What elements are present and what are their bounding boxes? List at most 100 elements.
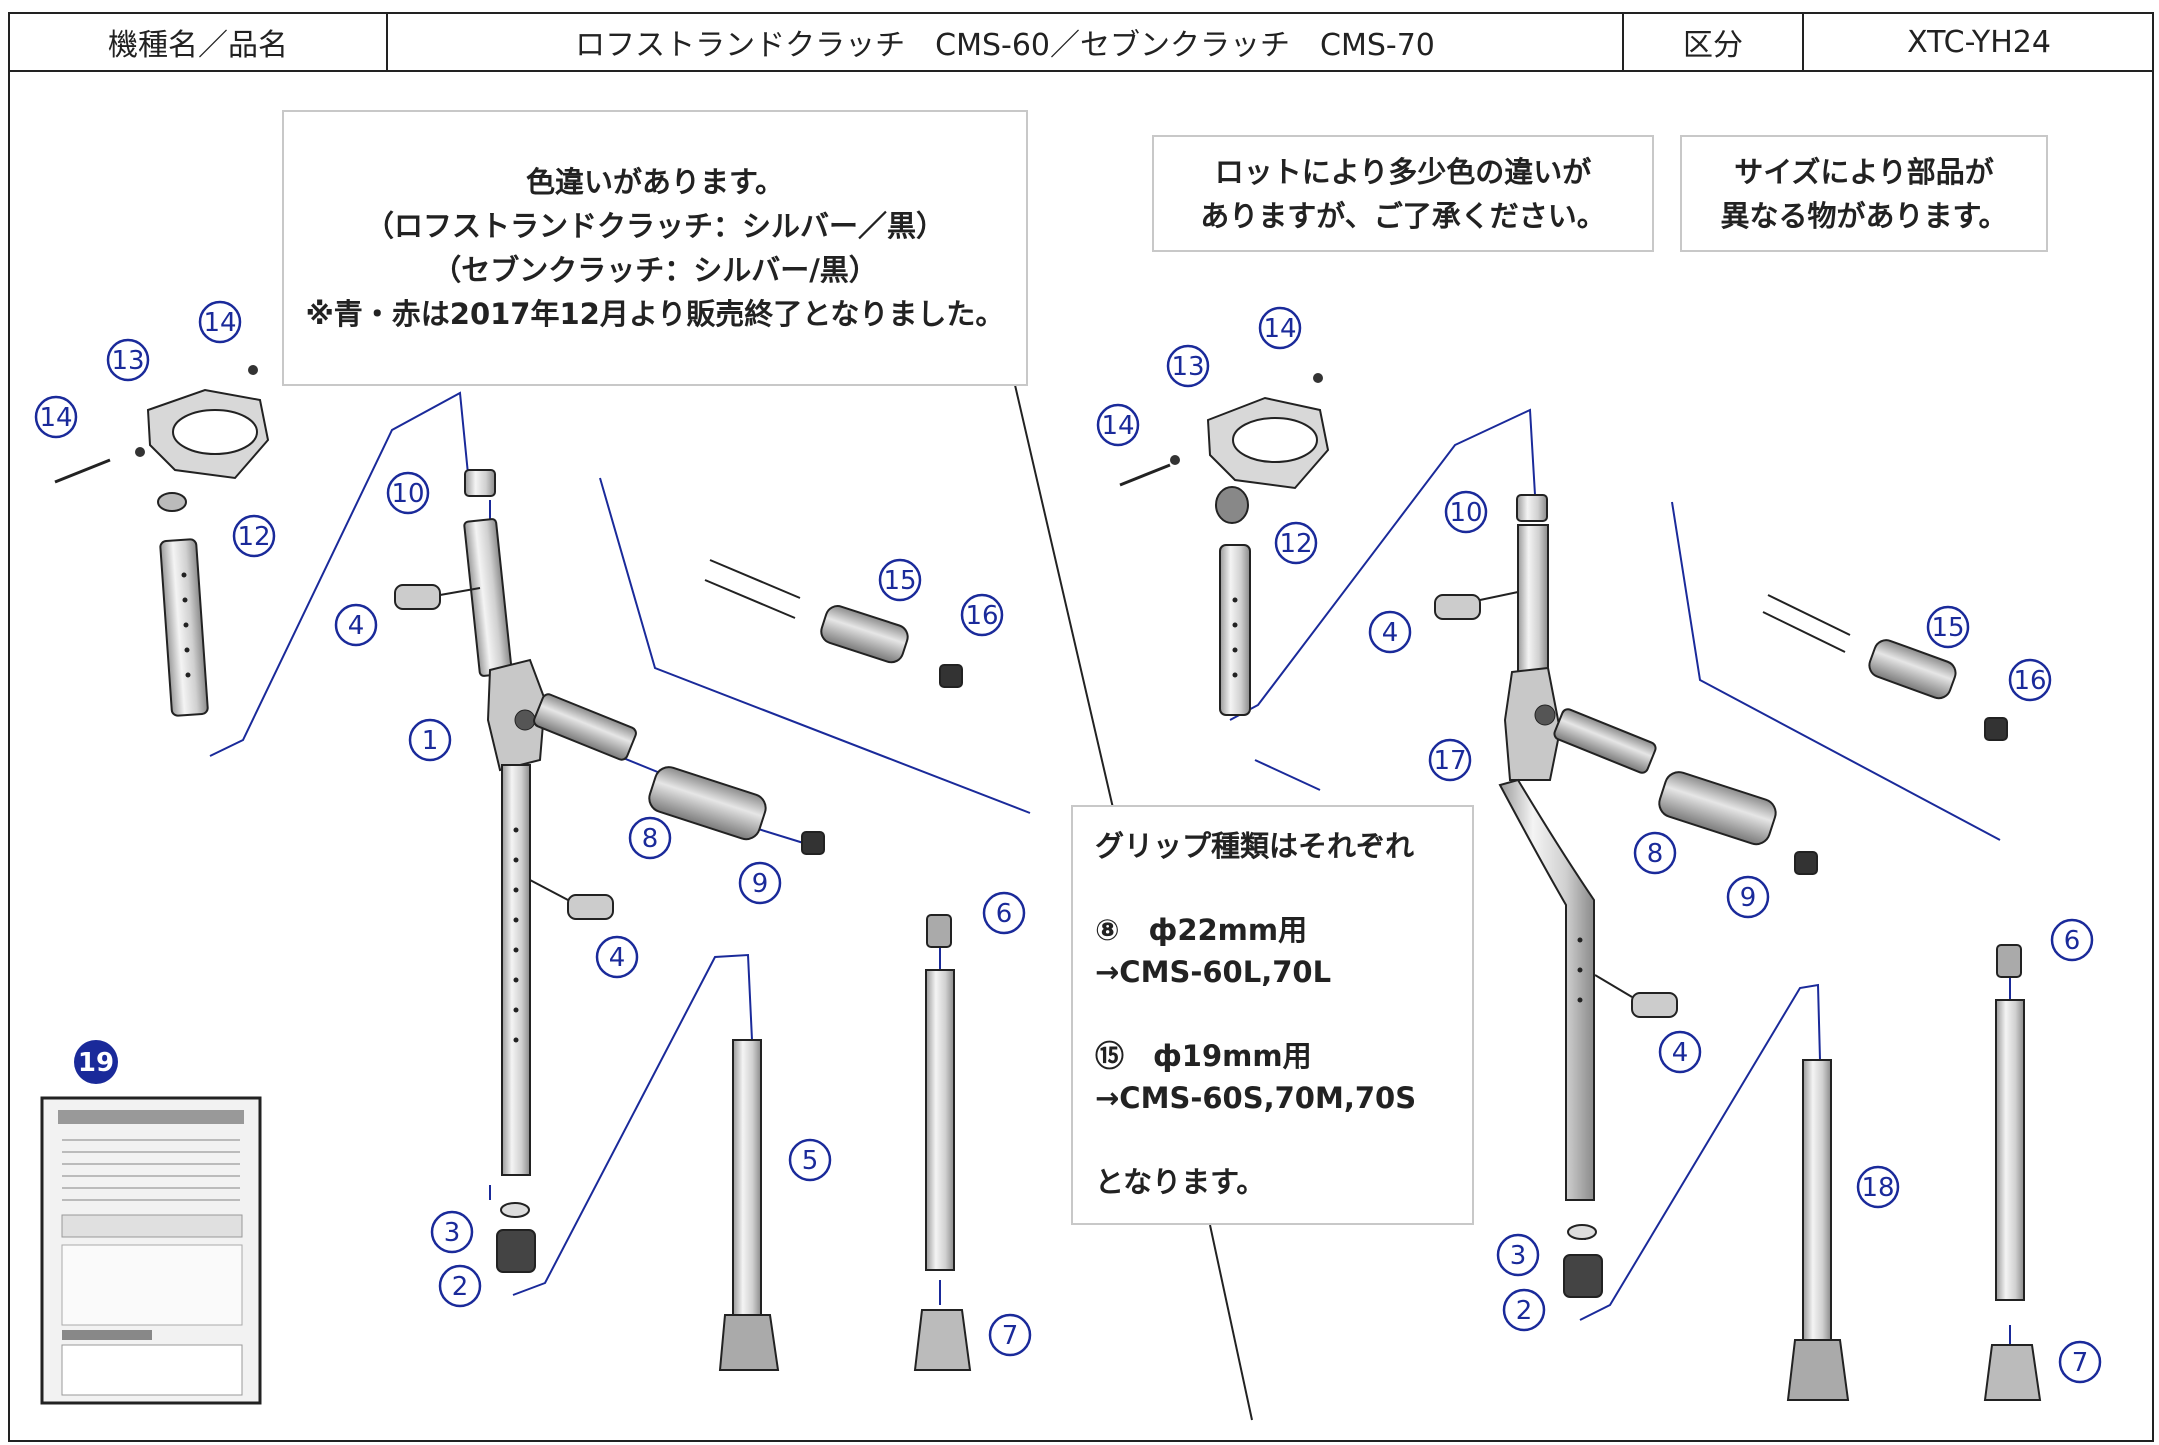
callout-5	[788, 1138, 832, 1182]
note-color-line-3: （セブンクラッチ：シルバー/黒）	[432, 253, 878, 287]
svg-text:2: 2	[452, 1272, 469, 1302]
grip-footer: となります。	[1095, 1165, 1266, 1199]
svg-text:8: 8	[1647, 839, 1664, 869]
callout-8-right	[1633, 831, 1677, 875]
callout-18	[1856, 1165, 1900, 1209]
callout-15-left	[878, 558, 922, 602]
separator-line	[1014, 384, 1253, 1421]
callout-4-left-a	[334, 603, 378, 647]
right-assembly	[1119, 373, 2042, 1401]
category-label: 区分	[1624, 14, 1804, 70]
header-table: 機種名／品名 ロフストランドクラッチ CMS-60／セブンクラッチ CMS-70…	[10, 14, 2152, 72]
callout-9-left	[738, 861, 782, 905]
grip-item15: ⑮ ф19mm用	[1095, 1039, 1312, 1073]
callout-9-right	[1726, 875, 1770, 919]
callout-4-right-a	[1368, 610, 1412, 654]
manual-booklet	[40, 1096, 262, 1405]
svg-text:13: 13	[1171, 352, 1204, 382]
svg-text:17: 17	[1433, 746, 1466, 776]
svg-text:7: 7	[2072, 1348, 2089, 1378]
note-color-variants: 色違いがあります。 （ロフストランドクラッチ：シルバー／黒） （セブンクラッチ：…	[282, 110, 1028, 386]
callout-13-right	[1166, 344, 1210, 388]
product-name: ロフストランドクラッチ CMS-60／セブンクラッチ CMS-70	[388, 14, 1624, 70]
svg-text:15: 15	[1931, 613, 1964, 643]
svg-text:13: 13	[111, 346, 144, 376]
svg-text:3: 3	[1510, 1241, 1527, 1271]
grip-item8-models: →CMS-60L,70L	[1095, 955, 1332, 989]
svg-text:3: 3	[444, 1218, 461, 1248]
svg-text:6: 6	[2064, 926, 2081, 956]
left-assembly	[54, 365, 1031, 1371]
svg-text:8: 8	[642, 824, 659, 854]
callout-6-left	[982, 891, 1026, 935]
svg-text:9: 9	[752, 869, 769, 899]
callout-15-right	[1926, 605, 1970, 649]
grip-item8: ⑧ ф22mm用	[1095, 913, 1308, 947]
note-color-line-1: 色違いがあります。	[525, 165, 785, 199]
svg-text:9: 9	[1740, 883, 1757, 913]
callout-14-left-b	[198, 300, 242, 344]
callout-2-left	[438, 1264, 482, 1308]
svg-text:12: 12	[237, 522, 270, 552]
note-lot-line-2: ありますが、ご了承ください。	[1200, 198, 1606, 233]
note-lot-color: ロットにより多少色の違いが ありますが、ご了承ください。	[1152, 135, 1654, 252]
callout-12-right	[1274, 521, 1318, 565]
callout-7-right	[2058, 1340, 2102, 1384]
svg-text:10: 10	[391, 479, 424, 509]
svg-text:4: 4	[1382, 618, 1399, 648]
callout-13-left	[106, 338, 150, 382]
svg-text:10: 10	[1449, 498, 1482, 528]
callout-19-label: 19	[78, 1048, 114, 1078]
model-label: 機種名／品名	[10, 14, 388, 70]
callout-6-right	[2050, 918, 2094, 962]
svg-text:16: 16	[2013, 666, 2046, 696]
svg-text:14: 14	[203, 308, 236, 338]
callout-19	[74, 1040, 118, 1084]
svg-text:12: 12	[1279, 529, 1312, 559]
callout-7-left	[988, 1313, 1032, 1357]
callout-10-left	[386, 471, 430, 515]
callout-12-left	[232, 514, 276, 558]
callout-8-left	[628, 816, 672, 860]
category-code: XTC-YH24	[1907, 24, 2051, 60]
callout-1	[408, 718, 452, 762]
svg-text:1: 1	[422, 726, 439, 756]
callout-17	[1428, 738, 1472, 782]
callout-4-right-b	[1658, 1030, 1702, 1074]
note-grip-types: グリップ種類はそれぞれ ⑧ ф22mm用 →CMS-60L,70L ⑮ ф19m…	[1071, 805, 1474, 1225]
svg-text:4: 4	[348, 611, 365, 641]
callout-14-left-a	[34, 395, 78, 439]
callout-14-right-a	[1096, 403, 1140, 447]
svg-text:16: 16	[965, 601, 998, 631]
grip-title: グリップ種類はそれぞれ	[1095, 829, 1415, 863]
svg-text:4: 4	[609, 943, 626, 973]
callout-14-right-b	[1258, 306, 1302, 350]
svg-text:14: 14	[39, 403, 72, 433]
callout-4-left-b	[595, 935, 639, 979]
note-size-line-2: 異なる物があります。	[1720, 198, 2008, 233]
note-size-parts: サイズにより部品が 異なる物があります。	[1680, 135, 2048, 252]
callout-3-right	[1496, 1233, 1540, 1277]
svg-text:14: 14	[1101, 411, 1134, 441]
note-color-line-4: ※青・赤は2017年12月より販売終了となりました。	[305, 297, 1005, 331]
callout-16-right	[2008, 658, 2052, 702]
note-size-line-1: サイズにより部品が	[1734, 154, 1994, 189]
svg-text:15: 15	[883, 566, 916, 596]
grip-item15-models: →CMS-60S,70M,70S	[1095, 1081, 1417, 1115]
callout-10-right	[1444, 490, 1488, 534]
svg-text:5: 5	[802, 1146, 819, 1176]
svg-text:2: 2	[1516, 1296, 1533, 1326]
svg-text:7: 7	[1002, 1321, 1019, 1351]
svg-text:6: 6	[996, 899, 1013, 929]
parts-sheet: 機種名／品名 ロフストランドクラッチ CMS-60／セブンクラッチ CMS-70…	[8, 12, 2154, 1442]
callout-2-right	[1502, 1288, 1546, 1332]
svg-text:14: 14	[1263, 314, 1296, 344]
note-lot-line-1: ロットにより多少色の違いが	[1214, 154, 1592, 189]
note-color-line-2: （ロフストランドクラッチ：シルバー／黒）	[364, 209, 945, 243]
callout-3-left	[430, 1210, 474, 1254]
svg-text:4: 4	[1672, 1038, 1689, 1068]
svg-text:18: 18	[1861, 1173, 1894, 1203]
callout-16-left	[960, 593, 1004, 637]
